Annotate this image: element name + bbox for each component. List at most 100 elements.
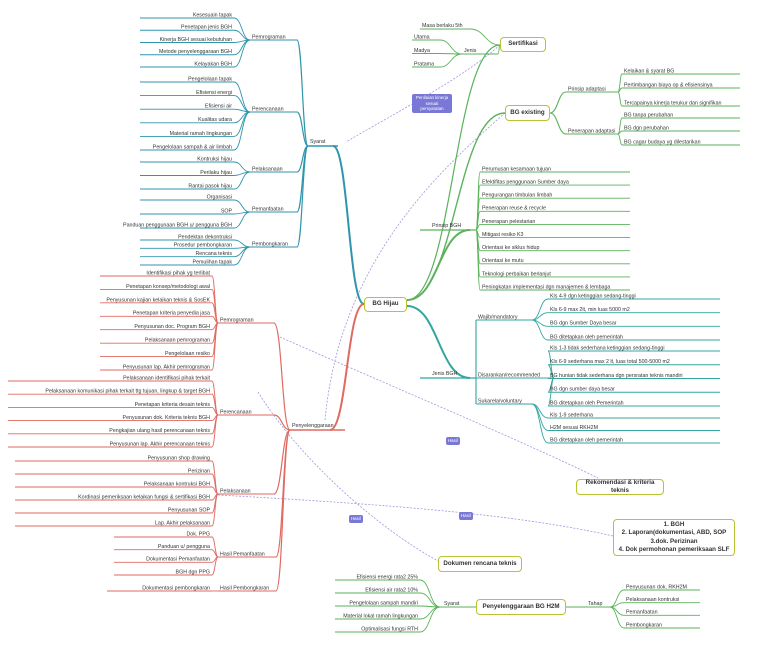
prinsip-item[interactable]: Orientasi ke mutu bbox=[482, 258, 524, 264]
penyelenggaraan-2-item[interactable]: Penyusunan SOP bbox=[168, 507, 211, 513]
root-node-bg-hijau[interactable]: BG Hijau bbox=[364, 297, 407, 312]
penyelenggaraan-0-item[interactable]: Penetapan kriteria penyedia jasa bbox=[133, 311, 210, 317]
h2m-syarat-item[interactable]: Material lokal ramah lingkungan bbox=[343, 613, 418, 619]
syarat-4-item[interactable]: Rencana teknis bbox=[195, 251, 232, 257]
existing-branch-0[interactable]: Prinsip adaptasi bbox=[568, 86, 606, 92]
prinsip-item[interactable]: Teknologi perbaikan berlanjut bbox=[482, 271, 551, 277]
h2m-tahap-item[interactable]: Pembongkaran bbox=[626, 622, 662, 628]
h2m-syarat-item[interactable]: Efisiensi energi rata2 25% bbox=[356, 574, 418, 580]
h2m-tahap-item[interactable]: Penyusunan dok. RKH2M bbox=[626, 584, 687, 590]
syarat-branch-4[interactable]: Pembongkaran bbox=[252, 241, 288, 247]
node-rekomendasi-kriteria-teknis[interactable]: Rekomendasi & kriteria teknis bbox=[576, 479, 664, 495]
node-penyelenggaraan-bg-h2m[interactable]: Penyelenggaraan BG H2M bbox=[476, 599, 566, 615]
syarat-1-item[interactable]: Kualitas udara bbox=[198, 117, 232, 123]
syarat-0-item[interactable]: Kesesuain tapak bbox=[193, 12, 233, 18]
jenis-1-item[interactable]: Kls 6-9 sederhana max 2 lt, luas total 5… bbox=[550, 359, 670, 365]
penyelenggaraan-4-item[interactable]: Dokumentasi pembongkaran bbox=[142, 585, 210, 591]
syarat-0-item[interactable]: Kelayakan BGH bbox=[194, 61, 232, 67]
sertifikasi-jenis-item[interactable]: Utama bbox=[414, 34, 430, 40]
node-dokumen-rencana-teknis[interactable]: Dokumen rencana teknis bbox=[438, 556, 522, 572]
existing-0-item[interactable]: Pertimbangan biaya op & efisiensinya bbox=[624, 82, 713, 88]
existing-0-item[interactable]: Tercapainya kinerja terukur dan signifik… bbox=[624, 100, 722, 106]
node-sertifikasi[interactable]: Sertifikasi bbox=[500, 37, 546, 52]
syarat-2-item[interactable]: Kontruksi hijau bbox=[197, 156, 232, 162]
jenis-1-item[interactable]: Kls 1-3 tidak sederhana ketinggian sedan… bbox=[550, 345, 665, 351]
syarat-1-item[interactable]: Efisiensi air bbox=[205, 104, 232, 110]
penyelenggaraan-branch-4[interactable]: Hasil Pembongkaran bbox=[220, 585, 269, 591]
penyelenggaraan-0-item[interactable]: Pelaksanaan pemrograman bbox=[145, 338, 210, 344]
syarat-4-item[interactable]: Pemulihan tapak bbox=[193, 259, 233, 265]
penyelenggaraan-1-item[interactable]: Penyusunan dok. Kriteria teknis BGH bbox=[123, 415, 211, 421]
syarat-0-item[interactable]: Kinerja BGH sesuai kebutuhan bbox=[160, 37, 232, 43]
penyelenggaraan-3-item[interactable]: Dok. PPG bbox=[186, 531, 210, 537]
prinsip-item[interactable]: Pengurangan timbulan limbah bbox=[482, 193, 552, 199]
prinsip-item[interactable]: Mitigasi resiko K3 bbox=[482, 232, 524, 238]
existing-1-item[interactable]: BG dgn perubahan bbox=[624, 125, 669, 131]
syarat-1-item[interactable]: Material ramah lingkungan bbox=[170, 131, 232, 137]
penyelenggaraan-1-item[interactable]: Pelaksanaan identifikasi pihak terkait bbox=[123, 375, 210, 381]
penyelenggaraan-3-item[interactable]: BGH dgn PPG bbox=[176, 569, 210, 575]
node-hasil-list[interactable]: 1. BGH 2. Laporan(dokumentasi, ABD, SOP … bbox=[613, 519, 735, 556]
h2m-syarat-item[interactable]: Pengelolaan sampah mandiri bbox=[349, 600, 418, 606]
penyelenggaraan-0-item[interactable]: Penyusunan doc. Program BGH bbox=[134, 324, 210, 330]
penyelenggaraan-branch-3[interactable]: Hasil Pemanfaatan bbox=[220, 551, 265, 557]
jenis-0-item[interactable]: BG ditetapkan oleh pemerintah bbox=[550, 334, 623, 340]
syarat-3-item[interactable]: Panduan penggunaan BGH u/ pengguna BGH bbox=[123, 222, 232, 228]
node-bg-existing[interactable]: BG existing bbox=[505, 105, 550, 121]
penyelenggaraan-2-item[interactable]: Kordinasi pemeriksaan kelaikan fungsi & … bbox=[78, 494, 210, 500]
sertifikasi-jenis[interactable]: Jenis bbox=[464, 48, 477, 54]
syarat-1-item[interactable]: Pengelolaan sampah & air limbah bbox=[153, 144, 232, 150]
jenis-1-item[interactable]: BG ditetapkan oleh Pemerintah bbox=[550, 400, 624, 406]
sertifikasi-masa[interactable]: Masa berlaku 5th bbox=[422, 23, 463, 29]
penyelenggaraan-branch-1[interactable]: Perencanaan bbox=[220, 409, 252, 415]
prinsip-item[interactable]: Efektifitas penggunaan Sumber daya bbox=[482, 180, 569, 186]
penyelenggaraan-2-item[interactable]: Perizinan bbox=[188, 468, 210, 474]
existing-1-item[interactable]: BG cagar budaya yg dilestarikan bbox=[624, 139, 701, 145]
prinsip-item[interactable]: Orientasi ke siklus hidup bbox=[482, 245, 539, 251]
penyelenggaraan-branch-0[interactable]: Pemrograman bbox=[220, 317, 254, 323]
existing-0-item[interactable]: Kelaikan & syarat BG bbox=[624, 68, 674, 74]
syarat-3-item[interactable]: SOP bbox=[221, 208, 233, 214]
h2m-tahap-item[interactable]: Pelaksanaan kontruksi bbox=[626, 597, 679, 603]
penyelenggaraan-1-item[interactable]: Pelaksanaan komunikasi pihak terkait ttg… bbox=[45, 389, 210, 395]
penyelenggaraan-2-item[interactable]: Pelaksanaan kontruksi BGH bbox=[144, 481, 210, 487]
syarat-branch-3[interactable]: Pemanfaatan bbox=[252, 206, 284, 212]
jenis-1-item[interactable]: BG hunian tidak sederhana dgn persratan … bbox=[550, 373, 683, 379]
jenis-label[interactable]: Jenis BGH bbox=[432, 371, 457, 377]
jenis-1-item[interactable]: BG dgn sumber daya besar bbox=[550, 387, 615, 393]
jenis-2-item[interactable]: H2M sesuai RKH2M bbox=[550, 425, 598, 431]
h2m-syarat-item[interactable]: Efisiensi air rata2 10% bbox=[365, 587, 418, 593]
jenis-0-item[interactable]: Kls 6-9 max 2lt, min luas 5000 m2 bbox=[550, 307, 630, 313]
penyelenggaraan-0-item[interactable]: Pengelolaan resiko bbox=[165, 351, 210, 357]
penyelenggaraan-1-item[interactable]: Pengkajian ulang hasil perencanaan tekni… bbox=[109, 428, 210, 434]
existing-1-item[interactable]: BG tanpa perubahan bbox=[624, 112, 673, 118]
syarat-0-item[interactable]: Penetapan jenis BGH bbox=[181, 25, 232, 31]
sertifikasi-jenis-item[interactable]: Pratama bbox=[414, 61, 434, 67]
penyelenggaraan-1-item[interactable]: Penetapan kriteria desain teknis bbox=[135, 402, 211, 408]
h2m-tahap-item[interactable]: Pemanfaatan bbox=[626, 610, 658, 616]
sertifikasi-jenis-item[interactable]: Madya bbox=[414, 48, 430, 54]
syarat-1-item[interactable]: Pengelolaan tapak bbox=[188, 76, 232, 82]
prinsip-item[interactable]: Penerapan reuse & recycle bbox=[482, 206, 546, 212]
jenis-0-item[interactable]: BG dgn Sumber Daya besar bbox=[550, 321, 617, 327]
syarat-branch-1[interactable]: Perencanaan bbox=[252, 106, 284, 112]
h2m-tahap-label[interactable]: Tahap bbox=[588, 601, 602, 607]
h2m-syarat-item[interactable]: Optimalisasi fungsi RTH bbox=[361, 626, 418, 632]
syarat-branch-0[interactable]: Pemrograman bbox=[252, 34, 286, 40]
syarat-2-item[interactable]: Rantai pasok hijau bbox=[188, 183, 232, 189]
jenis-0-item[interactable]: Kls 4-9 dgn ketinggian sedang-tinggi bbox=[550, 293, 636, 299]
penyelenggaraan-3-item[interactable]: Dokumentasi Pemanfaatan bbox=[146, 557, 210, 563]
penyelenggaraan-1-item[interactable]: Penyusunan lap. Akhir perencanaan teknis bbox=[110, 441, 211, 447]
syarat-0-item[interactable]: Metode penyelenggaraan BGH bbox=[159, 49, 232, 55]
jenis-2-item[interactable]: Kls 1-9 sederhana bbox=[550, 412, 593, 418]
penyelenggaraan-0-item[interactable]: Identifikasi pihak yg terlibat bbox=[146, 270, 210, 276]
existing-branch-1[interactable]: Penerapan adaptasi bbox=[568, 128, 615, 134]
prinsip-item[interactable]: Perumusan kesamaan tujuan bbox=[482, 166, 551, 172]
jenis-branch-2[interactable]: Sukarela/voluntary bbox=[478, 398, 522, 404]
jenis-branch-0[interactable]: Wajib/mandatory bbox=[478, 314, 518, 320]
penyelenggaraan-branch-2[interactable]: Pelaksanaan bbox=[220, 488, 251, 494]
jenis-2-item[interactable]: BG ditetapkan oleh pemerintah bbox=[550, 437, 623, 443]
penyelenggaraan-0-item[interactable]: Penyusunan kajian kelaikan teknis & SosE… bbox=[106, 297, 210, 303]
prinsip-item[interactable]: Penerapan pelestarian bbox=[482, 219, 535, 225]
syarat-branch-2[interactable]: Pelaksanaan bbox=[252, 166, 283, 172]
